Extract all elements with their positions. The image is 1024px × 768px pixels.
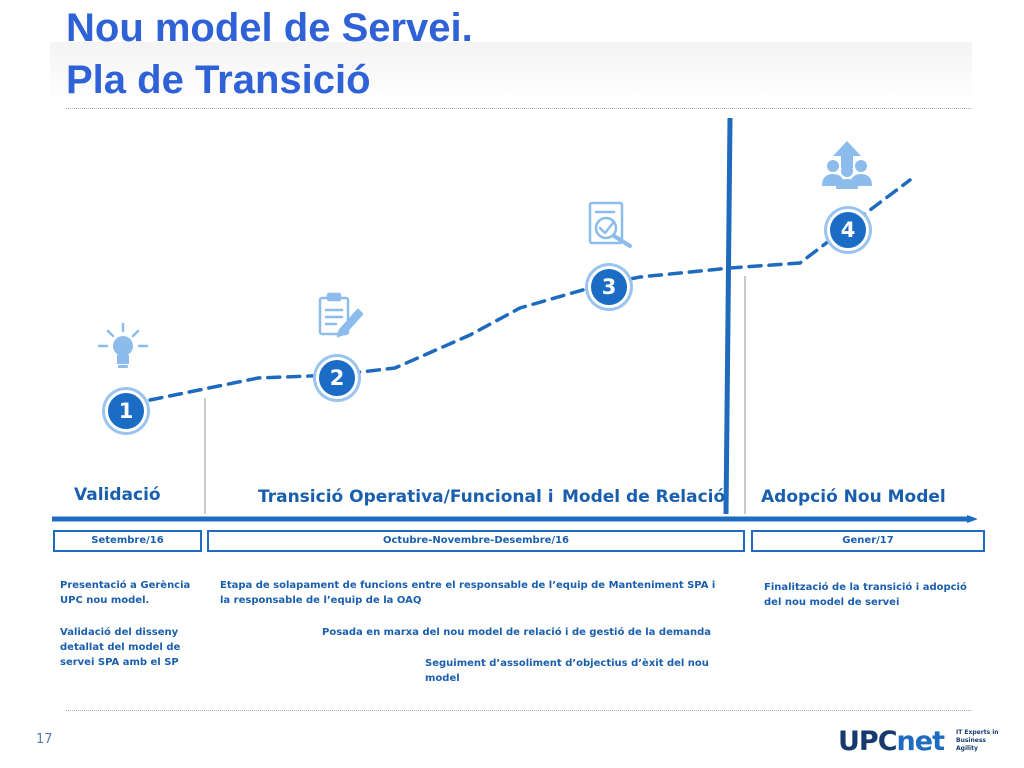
description-finalitzacio: Finalització de la transició i adopció d…	[764, 582, 967, 608]
upcnet-logo: UPCnet IT Experts in Business Agility	[838, 725, 999, 759]
phase-label-adopcio: Adopció Nou Model	[761, 487, 946, 507]
milestone-node-1: 1	[105, 390, 147, 432]
document-check-icon	[588, 201, 632, 248]
title-band	[50, 42, 972, 104]
people-upload-icon	[822, 141, 872, 189]
logo-wordmark: UPCnet	[838, 725, 945, 759]
progress-path	[148, 178, 912, 402]
lightbulb-icon	[97, 322, 149, 368]
milestone-node-2: 2	[316, 357, 358, 399]
logo-accent: net	[896, 726, 945, 757]
page-number: 17	[36, 732, 53, 747]
description-presentacio: Presentació a Gerència UPC nou model.	[60, 580, 191, 606]
milestone-node-4: 4	[827, 209, 869, 251]
logo-tagline: IT Experts in Business Agility	[956, 729, 999, 752]
title-divider	[66, 108, 971, 109]
footer-divider	[66, 710, 971, 711]
page-title: Nou model de Servei. Pla de Transició	[66, 2, 473, 106]
phase-label-model-relacio: Model de Relació	[562, 487, 726, 507]
description-posada-marxa: Posada en marxa del nou model de relació…	[322, 627, 712, 638]
period-box-octubre-desembre: Octubre-Novembre-Desembre/16	[207, 530, 745, 552]
logo-main: UPC	[838, 726, 898, 757]
description-seguiment: Seguiment d’assoliment d’objectius d’èxi…	[425, 658, 709, 684]
phase-label-transicio: Transició Operativa/Funcional i	[258, 487, 554, 507]
clipboard-pencil-icon	[318, 292, 364, 338]
title-line-1: Nou model de Servei.	[66, 6, 473, 50]
period-box-gener: Gener/17	[751, 530, 985, 552]
description-validacio-disseny: Validació del disseny detallat del model…	[60, 627, 181, 668]
milestone-node-3: 3	[588, 266, 630, 308]
period-box-setembre: Setembre/16	[53, 530, 202, 552]
milestone-divider	[723, 117, 733, 515]
title-line-2: Pla de Transició	[66, 58, 371, 102]
phase-label-validacio: Validació	[74, 485, 161, 505]
description-solapament: Etapa de solapament de funcions entre el…	[220, 580, 716, 606]
